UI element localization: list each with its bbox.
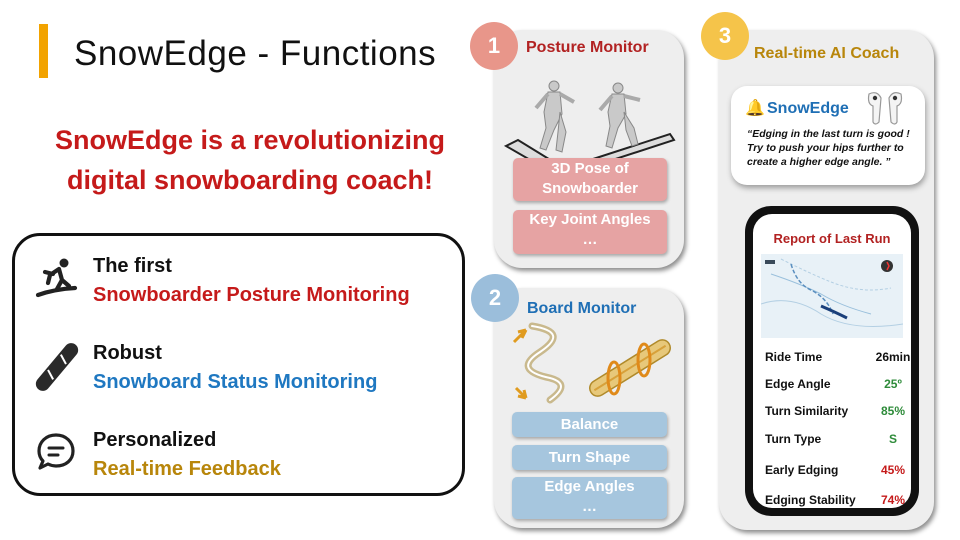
stat-value: 85% <box>880 404 906 418</box>
stat-label: Ride Time <box>765 350 823 364</box>
feature-board: Robust Snowboard Status Monitoring <box>93 339 377 397</box>
page-title: SnowEdge - Functions <box>74 34 437 73</box>
balance-pill: Balance <box>512 412 667 437</box>
pill-label: 3D Pose of Snowboarder <box>542 160 638 197</box>
stat-label: Edge Angle <box>765 377 831 391</box>
bell-icon: 🔔 <box>745 100 765 117</box>
feature-heading: The first <box>93 255 172 277</box>
posture-monitor-panel: 3D Pose of Snowboarder Key Joint Angles … <box>494 30 684 268</box>
tagline-line-1: SnowEdge is a revolutionizing <box>54 125 446 155</box>
stat-value: 25º <box>884 377 902 391</box>
badge-number-1: 1 <box>470 22 518 70</box>
feature-highlight: Real-time Feedback <box>93 458 281 480</box>
stat-label: Turn Similarity <box>765 404 849 418</box>
pill-label: Edge Angles <box>544 478 635 495</box>
ai-coach-panel: 🔔 SnowEdge “Edging in the last turn is g… <box>719 30 934 530</box>
stat-label: Edging Stability <box>765 493 856 507</box>
feature-highlight: Snowboard Status Monitoring <box>93 371 378 393</box>
pose-figures-illustration <box>503 80 676 172</box>
phone-screen: Report of Last Run Ride Time 26min Edge … <box>753 214 911 508</box>
pill-ellipsis: … <box>582 498 597 515</box>
stat-value: 74% <box>880 493 906 507</box>
feature-heading: Personalized <box>93 429 217 451</box>
board-motion-illustration <box>512 322 671 404</box>
report-title: Report of Last Run <box>773 231 891 246</box>
board-monitor-title: Board Monitor <box>527 300 637 317</box>
coach-brand-label: SnowEdge <box>767 100 849 117</box>
feature-feedback: Personalized Real-time Feedback <box>93 426 281 484</box>
coach-quote: “Edging in the last turn is good ! Try t… <box>747 128 910 168</box>
board-monitor-panel: Balance Turn Shape Edge Angles … <box>494 288 684 528</box>
stat-value: S <box>888 432 897 446</box>
title-accent-bar <box>39 24 48 78</box>
pose-3d-pill: 3D Pose of Snowboarder <box>513 158 667 201</box>
turn-shape-pill: Turn Shape <box>512 445 667 470</box>
chat-bubble-icon <box>35 431 77 478</box>
tagline-line-2: digital snowboarding coach! <box>66 165 434 195</box>
pill-label: Key Joint Angles <box>529 211 651 228</box>
coach-message-card: 🔔 SnowEdge “Edging in the last turn is g… <box>731 86 925 185</box>
feature-heading: Robust <box>93 342 162 364</box>
earbuds-icon <box>867 92 903 125</box>
joint-angles-pill: Key Joint Angles … <box>513 210 667 254</box>
edge-angles-pill: Edge Angles … <box>512 477 667 519</box>
pill-ellipsis: … <box>582 231 598 248</box>
snowboarder-icon <box>35 256 79 305</box>
badge-number-2: 2 <box>471 274 519 322</box>
stat-value: 45% <box>880 463 906 477</box>
ski-run-map <box>761 254 903 338</box>
posture-monitor-title: Posture Monitor <box>526 39 649 56</box>
features-box: The first Snowboarder Posture Monitoring… <box>12 233 465 496</box>
feature-highlight: Snowboarder Posture Monitoring <box>93 284 410 306</box>
feature-posture: The first Snowboarder Posture Monitoring <box>93 252 410 310</box>
phone-mockup: Report of Last Run Ride Time 26min Edge … <box>745 206 919 516</box>
badge-number-3: 3 <box>701 12 749 60</box>
snowboard-icon <box>35 340 79 399</box>
ai-coach-title: Real-time AI Coach <box>754 45 900 62</box>
tagline: SnowEdge is a revolutionizing digital sn… <box>40 120 460 200</box>
stat-value: 26min <box>875 350 911 364</box>
stat-label: Early Edging <box>765 463 839 477</box>
stat-label: Turn Type <box>765 432 822 446</box>
